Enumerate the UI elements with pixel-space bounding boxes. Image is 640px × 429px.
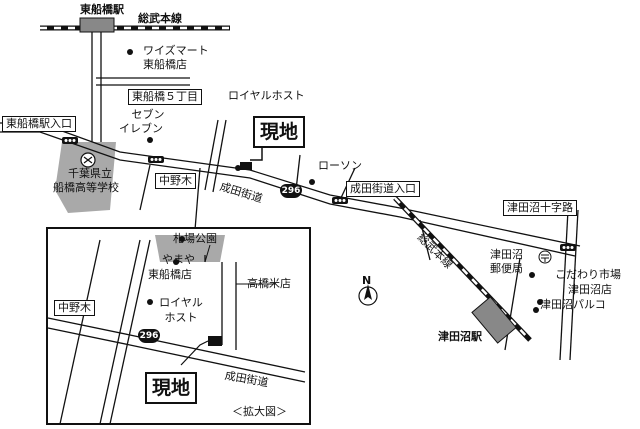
inset-poi-sakuba-park: 札場公園 (173, 232, 217, 245)
poi-post-line2: 郵便局 (490, 262, 523, 275)
poi-wizmart-line1: ワイズマート (143, 44, 209, 57)
site-label-main: 現地 (253, 116, 306, 148)
intersection-tsudanuma-jujiro: 津田沼十字路 (503, 200, 577, 216)
railway-diagonal (393, 196, 532, 342)
poi-parco: 津田沼パルコ (540, 298, 606, 311)
school-grounds (55, 142, 116, 213)
inset-intersection-nakanoki: 中野木 (54, 300, 95, 316)
poi-kodawari-line2: 津田沼店 (568, 283, 612, 296)
north-arrow (358, 284, 378, 306)
poi-wizmart-line2: 東船橋店 (143, 58, 187, 71)
poi-school-line1: 千葉県立 (68, 167, 112, 180)
intersection-higashi-funabashi-5: 東船橋５丁目 (128, 89, 202, 105)
route-shield-296: 296 (280, 184, 302, 198)
station-label-tsudanuma: 津田沼駅 (438, 330, 482, 343)
inset-poi-yamaya-line2: 東船橋店 (148, 268, 192, 281)
tsudanuma-station-block (471, 296, 517, 344)
post-office-symbol (538, 250, 552, 264)
poi-school-line2: 船橋高等学校 (53, 181, 119, 194)
inset-poi-takahashi-rice: 高橋米店 (247, 277, 291, 290)
intersection-higashi-funabashi-eki-iriguchi: 東船橋駅入口 (2, 116, 76, 132)
higashi-funabashi-station-block (79, 17, 115, 33)
railway-label-sobu-top: 総武本線 (138, 12, 182, 25)
inset-route-shield-296: 296 (138, 329, 160, 343)
inset-poi-royal-line2: ホスト (164, 311, 198, 324)
inset-poi-royal-line1: ロイヤル (159, 296, 203, 309)
inset-site-marker (208, 336, 222, 346)
intersection-nakanoki: 中野木 (155, 173, 196, 189)
poi-seven-line2: イレブン (119, 122, 163, 135)
inset-roads (47, 239, 306, 425)
poi-kodawari-line1: こだわり市場 (555, 268, 621, 281)
poi-seven-line1: セブン (131, 108, 165, 121)
inset-site-label: 現地 (145, 372, 198, 404)
station-label-higashi-funabashi: 東船橋駅 (80, 3, 124, 16)
site-marker (240, 162, 252, 170)
north-label: N (362, 274, 372, 287)
poi-post-line1: 津田沼 (490, 248, 523, 261)
poi-lawson: ローソン (318, 159, 362, 172)
inset-poi-yamaya-line1: やまや (162, 253, 195, 266)
poi-royal-host: ロイヤルホスト (228, 89, 305, 102)
intersection-narita-kaido-iriguchi: 成田街道入口 (346, 181, 420, 197)
poi-dots (127, 49, 543, 313)
inset-caption: ＜拡大図＞ (232, 405, 287, 418)
